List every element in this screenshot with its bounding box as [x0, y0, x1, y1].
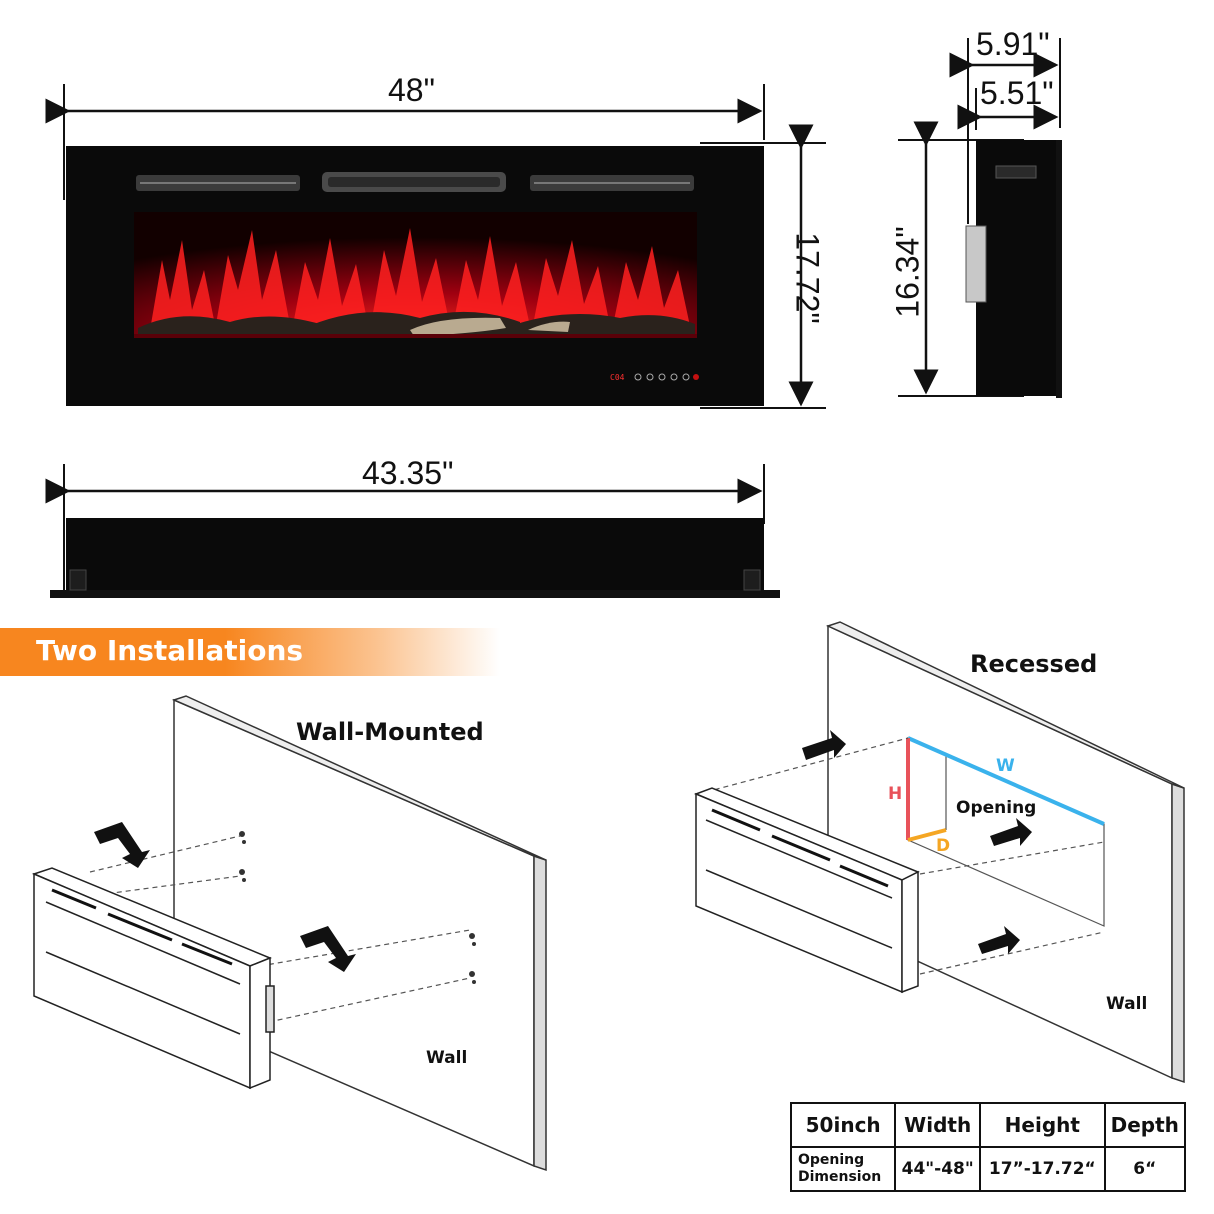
dim-depth-591: 5.91"	[976, 26, 1050, 62]
table-header-row: 50inch Width Height Depth	[789, 1102, 1187, 1148]
width-line	[907, 736, 1105, 826]
section-title: Two Installations	[36, 634, 304, 667]
dim-width-4335: 43.35"	[362, 455, 454, 491]
depth-label: D	[936, 836, 951, 856]
height-label: H	[888, 784, 903, 804]
recessed-wall-label: Wall	[1106, 994, 1148, 1014]
mount-arrows	[94, 822, 356, 972]
recessed-unit	[693, 787, 920, 994]
dim-width-48: 48"	[388, 72, 435, 108]
section-banner: Two Installations	[0, 628, 500, 676]
table-header: 50inch	[789, 1102, 897, 1148]
dim-depth-551: 5.51"	[980, 75, 1054, 111]
installation-drawing	[31, 621, 1185, 1172]
control-panel: C04	[610, 373, 699, 382]
wall-mounted-unit	[31, 867, 275, 1090]
depth-line	[907, 828, 947, 842]
log-set	[138, 311, 695, 336]
insert-arrows	[802, 730, 1032, 954]
center-vent	[322, 172, 506, 192]
side-view-body	[976, 140, 1058, 396]
opening-label: Opening	[956, 798, 1037, 818]
width-label: W	[996, 756, 1015, 776]
recessed-title: Recessed	[970, 650, 1098, 678]
right-vent	[530, 175, 694, 191]
table-header: Depth	[1103, 1102, 1187, 1148]
table-cell: 6“	[1103, 1146, 1187, 1192]
dim-height-1772: 17.72"	[789, 232, 826, 324]
wall-screws	[239, 831, 476, 984]
light-log	[410, 317, 570, 336]
wall-mounted-title: Wall-Mounted	[296, 718, 484, 746]
flames	[150, 228, 690, 330]
control-display: C04	[610, 373, 625, 382]
mounting-bracket	[965, 225, 987, 303]
top-view-body	[66, 518, 764, 590]
table-header: Width	[894, 1102, 982, 1148]
left-vent	[136, 175, 300, 191]
table-cell: 17”-17.72“	[979, 1146, 1106, 1192]
wall-mounted-wall	[171, 695, 547, 1172]
table-header: Height	[979, 1102, 1106, 1148]
wall-mounted-wall-label: Wall	[426, 1048, 468, 1068]
dim-height-1634: 16.34"	[889, 226, 926, 318]
front-view-drawing: C04	[45, 38, 1062, 598]
table-cell: 44"-48"	[894, 1146, 982, 1192]
